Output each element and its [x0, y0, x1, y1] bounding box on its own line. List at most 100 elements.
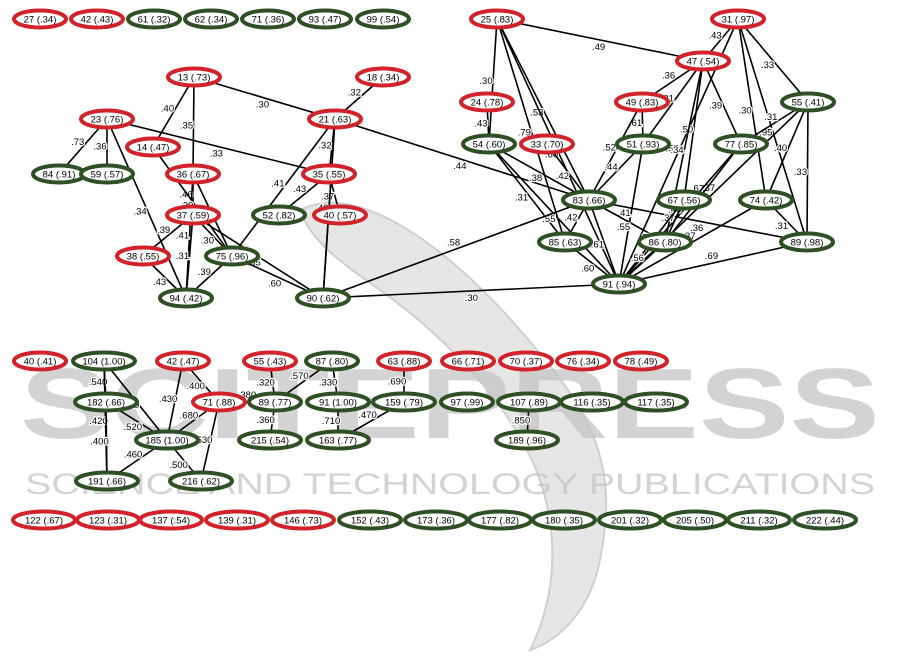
edge-31-89a: [737, 18, 808, 243]
node-label: 104 (1.00): [82, 357, 125, 368]
edge-label: .690: [388, 377, 407, 388]
node-label: 38 (.55): [127, 252, 160, 263]
node-label: 63 (.88): [388, 357, 421, 368]
node-52: 52 (.82): [251, 204, 307, 226]
node-55b: 55 (.43): [242, 350, 298, 372]
node-label: 180 (.35): [545, 516, 583, 527]
node-51: 51 (.93): [615, 133, 671, 155]
edge-25-47: [496, 18, 704, 62]
node-label: 23 (.76): [91, 115, 124, 126]
node-label: 24 (.78): [471, 98, 504, 109]
node-75: 75 (.96): [204, 245, 260, 267]
node-label: 182 (.66): [87, 398, 125, 409]
node-182: 182 (.66): [73, 391, 139, 413]
node-label: 14 (.47): [137, 143, 170, 154]
edge-23-35: [106, 118, 330, 175]
edge-label: .44: [604, 162, 617, 173]
node-label: 85 (.63): [549, 238, 582, 249]
node-177: 177 (.82): [467, 509, 533, 531]
edge-83-90: [322, 199, 590, 299]
edge-label: .41: [271, 178, 284, 189]
node-label: 51 (.93): [627, 140, 660, 151]
node-ellipse: [71, 350, 137, 372]
node-label: 117 (.35): [637, 398, 674, 409]
node-139: 139 (.31): [204, 509, 270, 531]
node-label: 189 (.96): [508, 436, 546, 447]
edge-54-83: [488, 143, 590, 201]
edge-label: .39: [198, 267, 211, 278]
edge-77-91a: [618, 143, 742, 285]
node-label: 37 (.59): [177, 211, 210, 222]
node-ellipse: [304, 350, 360, 372]
node-ellipse: [623, 391, 689, 413]
edge-label: .460: [124, 450, 143, 461]
node-93: 93 (.47): [297, 8, 353, 30]
edge-47-67: [683, 60, 704, 201]
edge-label: .95: [759, 128, 772, 139]
node-70: 70 (.37): [498, 350, 554, 372]
node-14: 14 (.47): [125, 136, 181, 158]
node-76: 76 (.34): [555, 350, 611, 372]
node-ellipse: [614, 91, 670, 113]
node-label: 61 (.32): [138, 15, 171, 26]
node-label: 66 (.71): [452, 357, 485, 368]
node-label: 122 (.67): [25, 516, 63, 527]
node-ellipse: [204, 245, 260, 267]
edge-label: .360: [256, 415, 275, 426]
node-42a: 42 (.43): [69, 8, 125, 30]
node-label: 152 (.43): [351, 516, 389, 527]
node-ellipse: [12, 8, 68, 30]
node-ellipse: [297, 8, 353, 30]
edge-label: .34: [133, 206, 146, 217]
node-label: 90 (.62): [307, 294, 340, 305]
node-40a: 40 (.57): [312, 204, 368, 226]
node-77: 77 (.85): [713, 133, 769, 155]
node-label: 222 (.44): [806, 516, 844, 527]
node-173: 173 (.36): [403, 509, 469, 531]
node-78: 78 (.49): [613, 350, 669, 372]
edge-label: .55: [617, 222, 630, 233]
edge-label: .33: [794, 167, 807, 178]
edge-label: .49: [592, 42, 605, 53]
node-18: 18 (.34): [355, 66, 411, 88]
node-191: 191 (.66): [74, 470, 140, 492]
edge-13-36: [192, 76, 195, 175]
node-label: 116 (.35): [573, 398, 610, 409]
node-ellipse: [270, 509, 336, 531]
edge-37-94: [185, 214, 194, 299]
edge-55-91a: [618, 101, 809, 285]
edge-23-94: [106, 118, 187, 299]
node-ellipse: [69, 8, 125, 30]
node-label: 159 (.79): [385, 398, 423, 409]
node-ellipse: [461, 133, 517, 155]
node-ellipse: [726, 509, 792, 531]
node-label: 40 (.57): [324, 211, 357, 222]
node-label: 201 (.32): [611, 516, 649, 527]
edge-label: .31: [515, 192, 528, 203]
edge-47-86: [664, 60, 704, 243]
node-ellipse: [615, 133, 671, 155]
node-label: 36 (.67): [177, 170, 210, 181]
edge-label: .31: [764, 112, 777, 123]
node-label: 91 (1.00): [319, 398, 357, 409]
node-63: 63 (.88): [376, 350, 432, 372]
edge-54-85: [488, 143, 566, 243]
edge-label: .52: [603, 143, 616, 154]
node-label: 33 (.70): [531, 140, 564, 151]
node-label: 18 (.34): [367, 73, 400, 84]
edge-label: .36: [690, 223, 703, 234]
edge-label: .58: [447, 237, 460, 248]
node-13: 13 (.73): [166, 66, 222, 88]
node-215: 215 (.54): [237, 429, 303, 451]
node-label: 59 (.57): [91, 170, 124, 181]
edge-label: .60: [581, 264, 594, 275]
node-ellipse: [242, 350, 298, 372]
node-116: 116 (.35): [559, 391, 625, 413]
node-ellipse: [79, 163, 135, 185]
node-ellipse: [440, 350, 496, 372]
node-ellipse: [519, 133, 575, 155]
node-label: 67 (.56): [668, 196, 701, 207]
node-ellipse: [305, 391, 371, 413]
node-label: 173 (.36): [417, 516, 455, 527]
node-91b: 91 (1.00): [305, 391, 371, 413]
